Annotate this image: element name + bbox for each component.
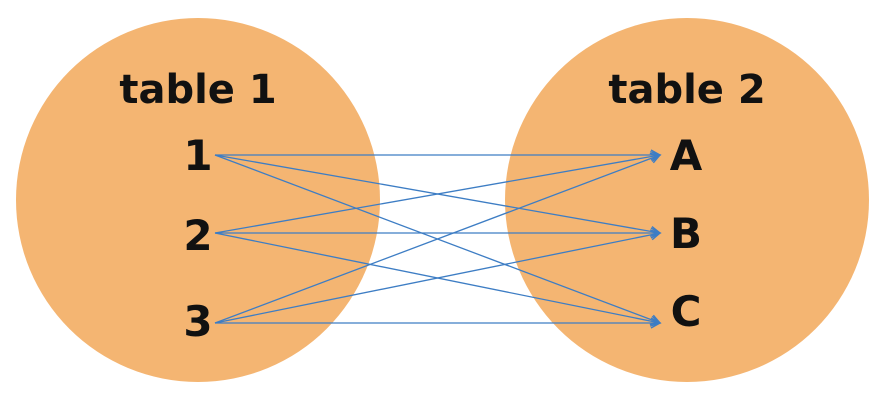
connection-arrows <box>214 149 662 329</box>
arrow-2-to-a <box>214 150 662 234</box>
table-1-item-1: 1 <box>183 131 212 180</box>
arrow-3-to-b <box>214 229 662 324</box>
table-2-title: table 2 <box>608 67 765 113</box>
table-1-item-3: 3 <box>183 297 212 346</box>
table-1-item-2: 2 <box>183 211 212 260</box>
table-2-item-b: B <box>670 209 702 258</box>
table-1-title: table 1 <box>119 67 276 113</box>
table-2-item-c: C <box>671 287 702 336</box>
arrow-3-to-a <box>214 152 662 324</box>
table-2-item-a: A <box>670 131 703 180</box>
table-2-circle <box>505 18 869 382</box>
table-1-circle <box>16 18 380 382</box>
